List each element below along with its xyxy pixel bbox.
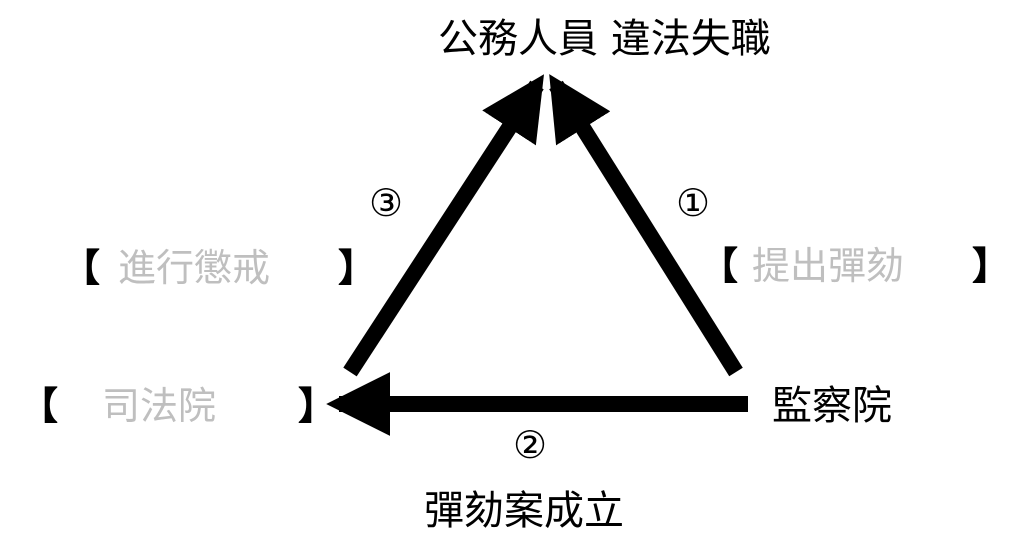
- step-1-action-text: 提出彈劾: [752, 244, 905, 288]
- bracket-open: 【: [700, 244, 739, 288]
- arrow-control-to-official: [549, 74, 743, 377]
- bracket-close: 】: [972, 244, 1011, 288]
- control-yuan-node: 監察院: [772, 383, 892, 429]
- step-1-number: ①: [676, 181, 711, 225]
- bracket-close: 】: [298, 384, 337, 428]
- bracket-open: 【: [20, 384, 59, 428]
- step-1-action-label: 【 提出彈劾 】: [700, 247, 1010, 287]
- step-2-action-label: 彈劾案成立: [424, 488, 624, 534]
- step-3-number: ③: [369, 181, 404, 225]
- step-2-number: ②: [513, 423, 548, 467]
- judicial-yuan-text: 司法院: [102, 384, 217, 428]
- judicial-yuan-node: 【 司法院 】: [20, 384, 336, 428]
- step-3-action-text: 進行懲戒: [118, 246, 271, 290]
- step-3-action-label: 【 進行懲戒 】: [62, 249, 382, 289]
- bracket-open: 【: [62, 246, 101, 290]
- public-official-node: 公務人員 違法失職: [438, 16, 771, 62]
- arrow-judicial-to-official: [343, 74, 544, 377]
- bracket-close: 】: [338, 246, 377, 290]
